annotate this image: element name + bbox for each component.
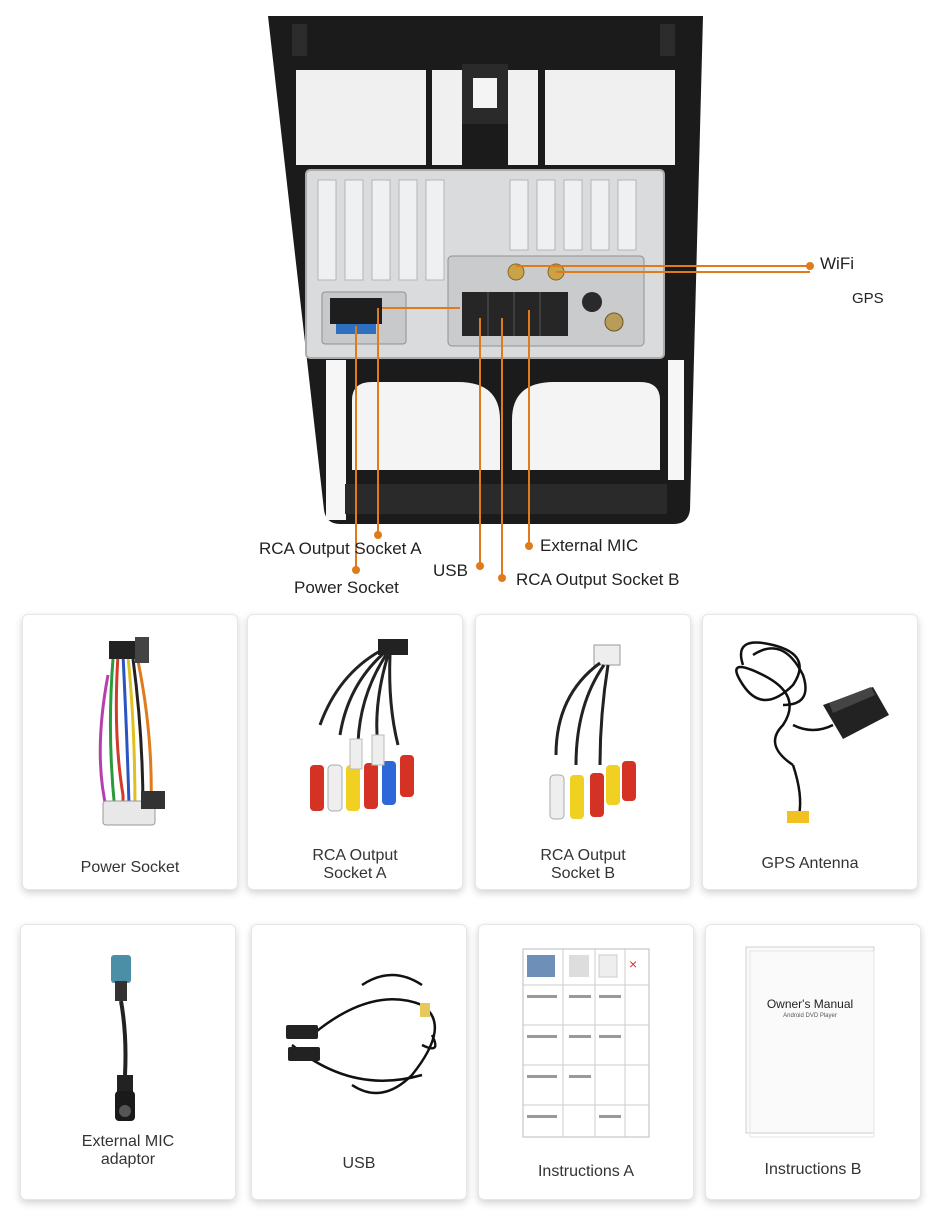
accessory-label: RCA Output Socket A (312, 847, 398, 882)
callout-gps: GPS (852, 290, 884, 307)
accessory-label: USB (342, 1155, 376, 1172)
accessory-card-power-socket: Power Socket (22, 614, 238, 890)
wire-harness-icon (98, 637, 165, 826)
accessory-label: GPS Antenna (761, 855, 859, 872)
callout-usb: USB (433, 561, 468, 580)
accessory-card-usb: USB (251, 924, 467, 1200)
mic-adaptor-icon (111, 955, 135, 1121)
callout-rca-a: RCA Output Socket A (259, 539, 422, 558)
rca-cable-icon (310, 639, 414, 812)
accessory-label: RCA Output Socket B (540, 847, 626, 882)
accessory-label: Power Socket (80, 859, 180, 876)
callout-rca-b: RCA Output Socket B (516, 570, 680, 589)
accessory-card-external-mic: External MIC adaptor (20, 924, 236, 1200)
accessory-card-rca-a: RCA Output Socket A (247, 614, 463, 890)
accessory-label: External MIC adaptor (81, 1133, 175, 1168)
accessory-card-rca-b: RCA Output Socket B (475, 614, 691, 890)
gps-antenna-icon (735, 641, 889, 823)
callout-power-socket: Power Socket (294, 578, 399, 597)
head-unit-rear-icon (268, 16, 814, 582)
accessory-card-gps-antenna: GPS Antenna (702, 614, 918, 890)
manual-title: Owner's Manual (766, 997, 854, 1011)
head-unit-illustration: WiFi GPS RCA Output Socket A External MI… (259, 16, 884, 597)
callout-external-mic: External MIC (540, 536, 639, 555)
manual-subtitle: Android DVD Player (783, 1013, 837, 1019)
accessory-card-instructions-b: Owner's Manual Android DVD Player Instru… (705, 924, 921, 1200)
accessory-label: Instructions B (764, 1161, 862, 1178)
accessory-card-instructions-a: × Instructions A (478, 924, 694, 1200)
accessory-label: Instructions A (537, 1163, 635, 1180)
instruction-sheet-icon: × (522, 948, 650, 1138)
usb-cable-icon (286, 973, 437, 1095)
svg-text:×: × (629, 956, 637, 972)
rca-cable-icon (549, 644, 636, 820)
manual-booklet-icon (745, 946, 875, 1138)
callout-wifi: WiFi (820, 254, 854, 273)
